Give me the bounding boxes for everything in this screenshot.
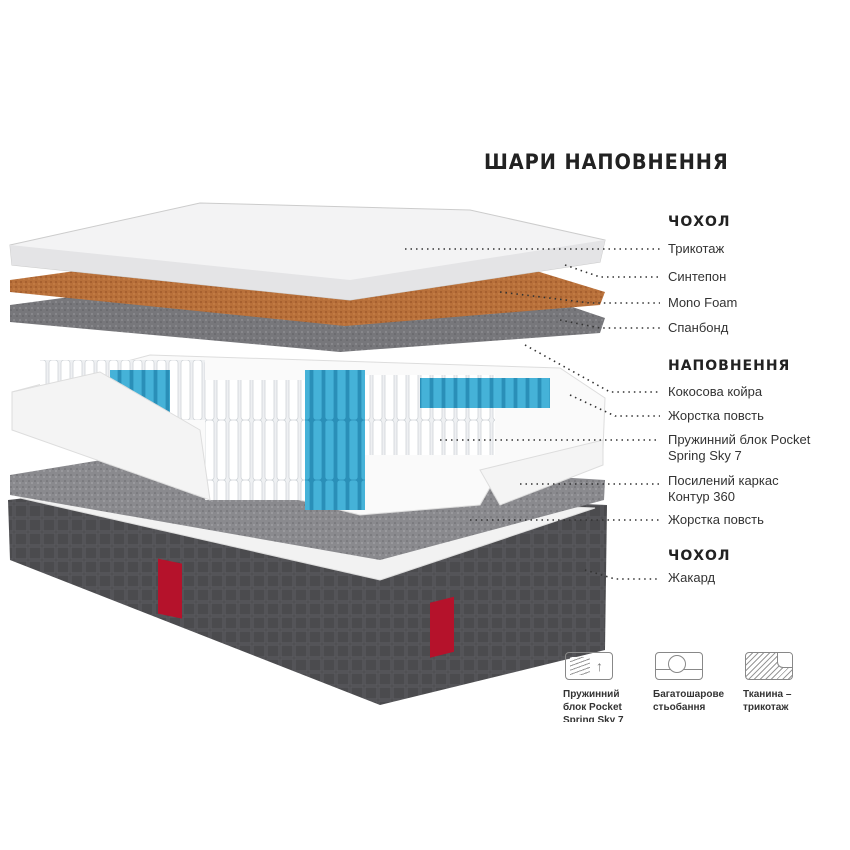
spring-block-layer [11, 354, 606, 516]
section-heading-cover: ЧОХОЛ [668, 214, 731, 230]
feature-label: Багатошарове стьобання [653, 689, 725, 713]
layer-label: Спанбонд [668, 320, 729, 335]
multilayer-quilting-icon [655, 652, 703, 680]
layer-label: Кокосова койра [668, 384, 763, 399]
layer-label: Жорстка повсть [668, 408, 764, 423]
layer-label: Посилений каркас Контур 360 [668, 473, 779, 504]
feature-multilayer-quilting: Багатошарове стьобання [653, 652, 733, 722]
page-title: ШАРИ НАПОВНЕННЯ [484, 150, 729, 174]
spring-block-icon: ↑ [565, 652, 613, 680]
feature-knit-fabric: Тканина – трикотаж [743, 652, 823, 722]
leader-lines [405, 248, 660, 580]
knit-fabric-icon [745, 652, 793, 680]
layer-label: Синтепон [668, 269, 727, 284]
feature-spring-block: ↑ Пружинний блок Pocket Spring Sky 7 [563, 652, 643, 722]
layer-label: Mono Foam [668, 295, 738, 310]
layer-label: Трикотаж [668, 241, 725, 256]
section-heading-cover-bottom: ЧОХОЛ [668, 548, 731, 564]
feature-label: Пружинний блок Pocket Spring Sky 7 [563, 689, 624, 722]
knit-top-cover-layer [9, 202, 606, 301]
brand-label [158, 558, 182, 619]
layer-label: Жакард [668, 570, 716, 585]
layer-label: Жорстка повсть [668, 512, 764, 527]
brand-label [430, 596, 454, 658]
feature-label: Тканина – трикотаж [743, 689, 792, 713]
layer-label: Пружинний блок Pocket Spring Sky 7 [668, 432, 811, 463]
section-heading-filling: НАПОВНЕННЯ [668, 358, 791, 374]
